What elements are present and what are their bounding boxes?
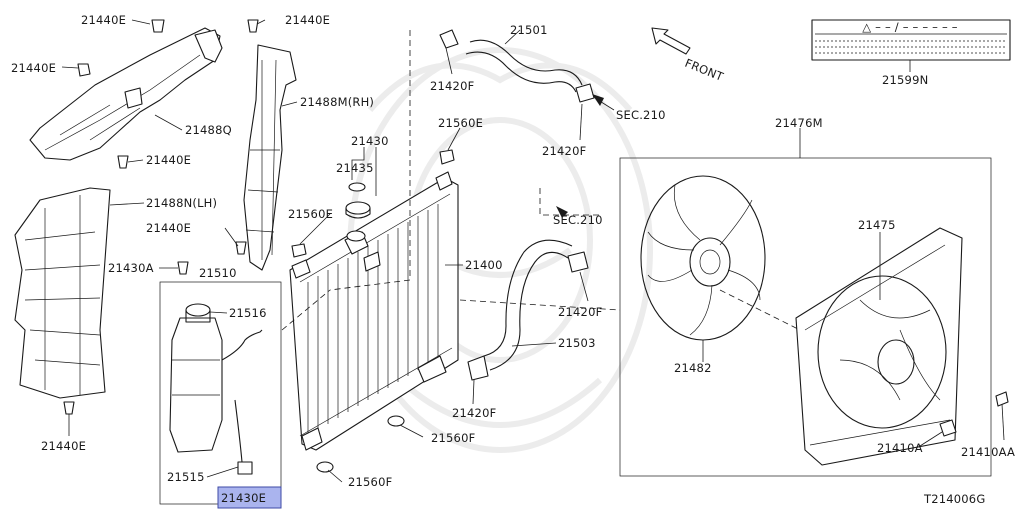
lower-hose-21503 — [467, 206, 589, 381]
label-21430[interactable]: 21430 — [351, 134, 389, 148]
label-21560F-a[interactable]: 21560F — [431, 431, 475, 445]
air-guide-upper-21488Q — [29, 27, 223, 161]
label-21516[interactable]: 21516 — [229, 306, 267, 320]
label-21475[interactable]: 21475 — [858, 218, 896, 232]
air-guide-lh-21488N — [14, 187, 111, 399]
label-21560E-a[interactable]: 21560E — [438, 116, 483, 130]
label-21510[interactable]: 21510 — [199, 266, 237, 280]
label-21501[interactable]: 21501 — [510, 23, 548, 37]
highlight-21430E — [217, 486, 282, 509]
label-21440E-a[interactable]: 21440E — [81, 13, 126, 27]
caution-label-21599N: △ – – / – – – – – – — [811, 19, 1011, 72]
label-21430E[interactable]: 21430E — [221, 491, 266, 505]
part-labels: 21440E 21440E 21488Q 21440E 21488N(LH) 2… — [11, 13, 1015, 506]
label-21440E-f[interactable]: 21440E — [41, 439, 86, 453]
leader-lines — [61, 19, 943, 483]
label-21440E-d[interactable]: 21440E — [146, 221, 191, 235]
label-21435[interactable]: 21435 — [336, 161, 374, 175]
clips-21440E — [63, 19, 259, 415]
label-21488M[interactable]: 21488M(RH) — [300, 95, 374, 109]
label-21440E-e[interactable]: 21440E — [285, 13, 330, 27]
label-21420F-c[interactable]: 21420F — [558, 305, 602, 319]
label-21482[interactable]: 21482 — [674, 361, 712, 375]
label-21420F-a[interactable]: 21420F — [430, 79, 474, 93]
diagram-code: T214006G — [923, 492, 985, 506]
air-guide-rh-21488M — [243, 44, 297, 271]
label-21440E-b[interactable]: 21440E — [11, 61, 56, 75]
reservoir-tank-21510 — [159, 281, 282, 505]
bolts-21410 — [939, 391, 1009, 441]
label-21488Q[interactable]: 21488Q — [185, 123, 232, 137]
label-21476M[interactable]: 21476M — [775, 116, 823, 130]
label-21440E-c[interactable]: 21440E — [146, 153, 191, 167]
label-21560E-b[interactable]: 21560E — [288, 207, 333, 221]
label-21420F-b[interactable]: 21420F — [542, 144, 586, 158]
radiator-cap-21430 — [345, 182, 371, 219]
label-21420F-d[interactable]: 21420F — [452, 406, 496, 420]
label-21560F-b[interactable]: 21560F — [348, 475, 392, 489]
label-21515[interactable]: 21515 — [167, 470, 205, 484]
label-21410A[interactable]: 21410A — [877, 441, 923, 455]
label-sec210-a[interactable]: SEC.210 — [616, 108, 666, 122]
background-watermark — [347, 47, 653, 453]
front-arrow: FRONT — [651, 27, 726, 84]
label-sec210-b[interactable]: SEC.210 — [553, 213, 603, 227]
label-21430A[interactable]: 21430A — [108, 261, 154, 275]
label-21599N[interactable]: 21599N — [882, 73, 928, 87]
caution-label-header: △ – – / – – – – – – — [862, 20, 957, 34]
label-21503[interactable]: 21503 — [558, 336, 596, 350]
label-21488N[interactable]: 21488N(LH) — [146, 196, 217, 210]
label-21410AA[interactable]: 21410AA — [961, 445, 1015, 459]
label-21400[interactable]: 21400 — [465, 258, 503, 272]
radiator-21400 — [289, 171, 459, 451]
front-label: FRONT — [683, 56, 726, 84]
mount-rubbers — [291, 149, 455, 473]
fan-assembly-21476M — [619, 157, 992, 477]
